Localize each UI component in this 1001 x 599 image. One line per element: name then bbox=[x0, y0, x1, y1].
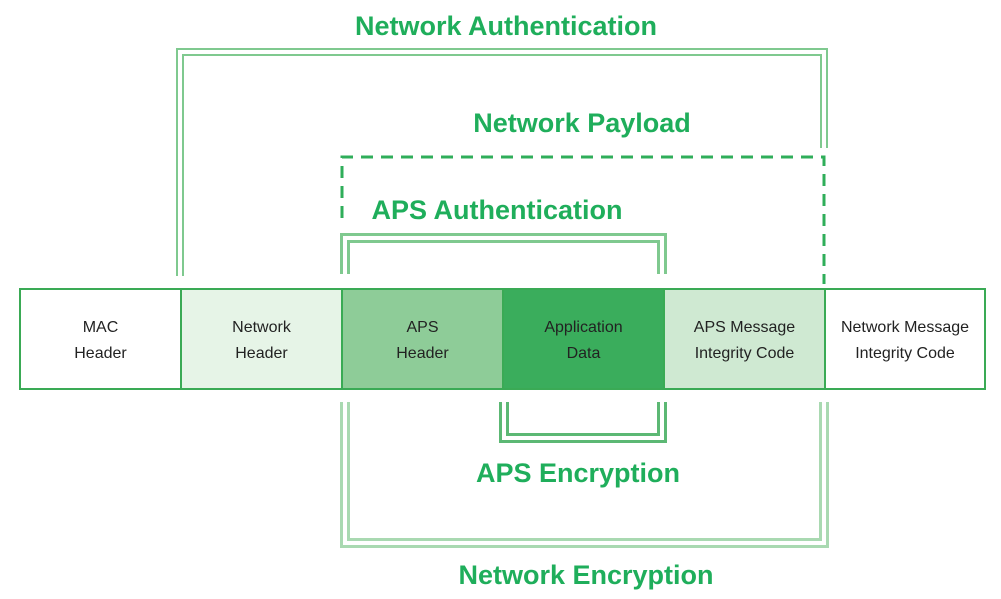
frame-cell-label: Network bbox=[232, 319, 292, 336]
frame-cell-box bbox=[503, 289, 664, 389]
frame-cell-label: Data bbox=[567, 345, 601, 362]
frame-cell-mac-header: MAC Header bbox=[20, 289, 181, 389]
frame-cell-label: Integrity Code bbox=[855, 345, 955, 362]
frame-cell-box bbox=[20, 289, 181, 389]
frame-cell-label: APS Message bbox=[694, 319, 795, 336]
network-encryption-label: Network Encryption bbox=[458, 560, 713, 590]
frame-cell-box bbox=[825, 289, 985, 389]
frame-cell-label: Header bbox=[396, 345, 449, 362]
frame-cell-label: Network Message bbox=[841, 319, 969, 336]
aps-encryption-bracket bbox=[504, 402, 662, 438]
frame-cell-label: APS bbox=[406, 319, 438, 336]
frame-cell-box bbox=[181, 289, 342, 389]
frame-cell-box bbox=[664, 289, 825, 389]
frame-cell-label: Header bbox=[235, 345, 288, 362]
frame-cell-aps-header: APS Header bbox=[342, 289, 503, 389]
aps-encryption-label: APS Encryption bbox=[476, 458, 680, 488]
frame-cell-label: Header bbox=[74, 345, 127, 362]
frame-cell-label: Application bbox=[544, 319, 622, 336]
network-authentication-label: Network Authentication bbox=[355, 11, 657, 41]
network-payload-label: Network Payload bbox=[473, 108, 691, 138]
frame-cell-label: Integrity Code bbox=[695, 345, 795, 362]
aps-authentication-label: APS Authentication bbox=[371, 195, 622, 225]
aps-authentication-bracket bbox=[345, 238, 662, 274]
frame-cell-box bbox=[342, 289, 503, 389]
frame-row: MACHeaderNetworkHeaderAPSHeaderApplicati… bbox=[20, 289, 985, 389]
frame-cell-label: MAC bbox=[83, 319, 119, 336]
